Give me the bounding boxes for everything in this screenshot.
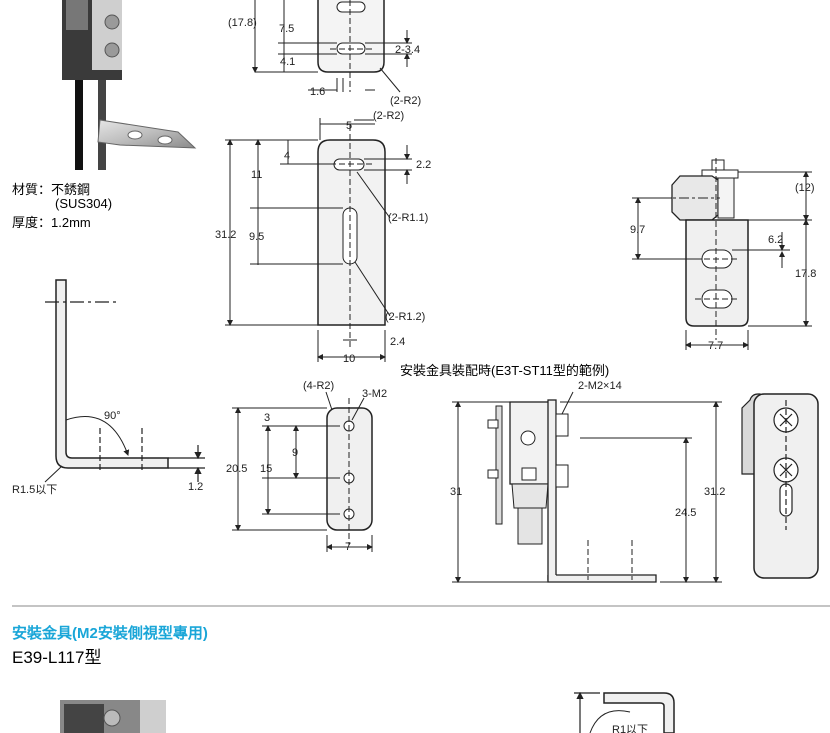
- dim-1-6: 1.6: [310, 86, 325, 98]
- dim-2-2: 2.2: [416, 159, 431, 171]
- dim-4-1: 4.1: [280, 56, 295, 68]
- dim-2-r1-1: (2-R1.1): [388, 212, 428, 224]
- dim-3-m2: 3-M2: [362, 388, 387, 400]
- dim-9: 9: [292, 447, 298, 459]
- dim-17-8-right: 17.8: [795, 268, 816, 280]
- dim-31-2-right: 31.2: [704, 486, 725, 498]
- dim-1-2: 1.2: [188, 481, 203, 493]
- dim-2-r1-2: (2-R1.2): [385, 311, 425, 323]
- dim-11: 11: [251, 169, 262, 181]
- dim-7-7: 7.7: [708, 340, 723, 352]
- assembly-top-view: [632, 158, 812, 350]
- dim-6-2: 6.2: [768, 234, 783, 246]
- dim-7-5: 7.5: [279, 23, 294, 35]
- dim-2-r2-front: (2-R2): [373, 110, 404, 122]
- dim-20-5: 20.5: [226, 463, 247, 475]
- next-bracket-photo: [60, 700, 166, 733]
- next-bend-view: [574, 691, 675, 733]
- dim-r1-5: R1.5以下: [12, 484, 57, 496]
- bracket-photo: [62, 0, 197, 170]
- dim-15: 15: [260, 463, 272, 475]
- material-grade: (SUS304): [55, 196, 112, 211]
- dim-3: 3: [264, 412, 270, 424]
- dim-2-r2-top: (2-R2): [390, 95, 421, 107]
- mounting-example-side: [452, 391, 722, 583]
- dim-31: 31: [450, 486, 462, 498]
- material-label: 材質：不銹鋼: [12, 182, 90, 197]
- mounting-example-title: 安裝金具裝配時(E3T-ST11型的範例): [400, 363, 609, 378]
- dim-10: 10: [343, 353, 355, 365]
- dim-2-4: 2.4: [390, 336, 405, 348]
- dim-24-5: 24.5: [675, 507, 696, 519]
- small-plate-view: [232, 391, 373, 552]
- next-section-model: E39-L117型: [12, 648, 101, 667]
- dim-9-7: 9.7: [630, 224, 645, 236]
- dim-2-3-4: 2-3.4: [395, 44, 420, 56]
- dim-4-r2: (4-R2): [303, 380, 334, 392]
- dim-12: (12): [795, 182, 815, 194]
- front-plate-view: [225, 118, 412, 362]
- top-plate-view: [252, 0, 412, 121]
- next-section-title: 安裝金具(M2安裝側視型專用): [12, 624, 208, 642]
- dim-screw: 2-M2×14: [578, 380, 622, 392]
- mounting-example-front: [741, 393, 819, 579]
- thickness-label: 厚度：1.2mm: [12, 215, 91, 230]
- dim-90-deg: 90°: [104, 410, 121, 422]
- dim-r1: R1以下: [612, 724, 648, 733]
- dim-7: 7: [345, 541, 351, 553]
- dim-9-5: 9.5: [249, 231, 264, 243]
- dim-31-2: 31.2: [215, 229, 236, 241]
- dim-4: 4: [284, 150, 290, 162]
- dim-17-8: (17.8): [228, 17, 257, 29]
- side-bend-view: [44, 279, 205, 483]
- dim-5: 5: [346, 120, 352, 132]
